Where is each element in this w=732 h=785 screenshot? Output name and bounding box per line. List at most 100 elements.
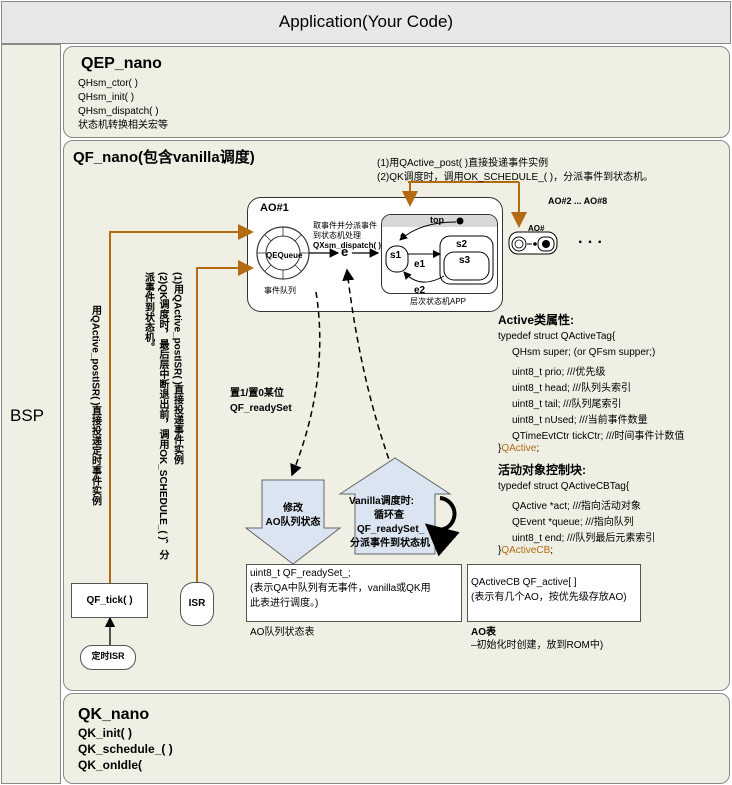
ao-table-caption: –初始化时创建，放到ROM中) <box>471 640 604 651</box>
initial-pseudostate-s2 <box>400 233 406 239</box>
queue-label: QEQueue <box>266 251 303 260</box>
isr-label: ISR <box>188 598 206 609</box>
cb-struct-line: uint8_t end; ///队列最后元素索引 <box>512 533 656 544</box>
qep-item: QHsm_dispatch( ) <box>78 106 159 117</box>
active-struct-line: uint8_t head; ///队列头索引 <box>512 383 631 394</box>
mini-ao-icon <box>508 231 558 255</box>
dispatch-note: 取事件并分派事件 <box>313 221 377 230</box>
state-machine-caption: 层次状态机APP <box>410 297 467 306</box>
active-struct-line: uint8_t nUsed; ///当前事件数量 <box>512 415 648 426</box>
ready-set-note: 置1/置0某位 <box>230 388 284 399</box>
more-ao-ellipsis: · · · <box>578 234 603 251</box>
transition-e2-label: e2 <box>414 285 426 296</box>
qk-item: QK_onIdle( <box>78 758 143 772</box>
isr-post-note: 用QActive_postISR( )直接投递定时事件实例 <box>89 305 101 506</box>
qep-title: QEP_nano <box>81 55 162 72</box>
isr-note-line: (2)QK调度时，最后层中断退出前，调用OK_SCHEDULE_( )，分 <box>157 272 168 560</box>
modify-arrow-label: AO队列状态 <box>265 517 321 528</box>
struct-name: QActiveCB <box>501 545 551 556</box>
ao-range-label: AO#2 ... AO#8 <box>548 196 608 206</box>
struct-semicolon: ; <box>550 545 554 556</box>
tick-post-arrow <box>109 224 254 583</box>
ready-set-note: QF_readySet <box>230 403 292 414</box>
ready-set-line: uint8_t QF_readySet_; <box>250 568 351 579</box>
vanilla-loop-icon <box>424 496 460 557</box>
event-queue-ring <box>256 226 310 280</box>
vanilla-arrow-label: 循环查 <box>374 510 404 521</box>
cb-struct-line: typedef struct QActiveCBTag{ <box>498 481 630 492</box>
qk-item: QK_init( ) <box>78 726 132 740</box>
dispatch-note: 到状态机处理 <box>313 231 361 240</box>
modify-arrow-label: 修改 <box>283 503 303 514</box>
qk-item: QK_schedule_( ) <box>78 742 173 756</box>
ao-table-line: (表示有几个AO，按优先级存放AO) <box>471 592 627 603</box>
state-s3 <box>443 251 490 281</box>
post-arrow <box>402 181 527 228</box>
ready-set-dashed-arrow <box>290 291 321 477</box>
struct-semicolon: ; <box>536 443 540 454</box>
isr-post-note-2: (1)用QActive_postISR( )直接投递事件实例 (2)QK调度时，… <box>140 272 184 560</box>
state-machine-top-bar <box>382 215 497 227</box>
ao-table-line: QActiveCB QF_active[ ] <box>471 577 577 588</box>
isr-post-arrow <box>196 260 254 582</box>
ao-table-caption: AO表 <box>471 627 496 638</box>
mini-ao-label: AO# <box>528 224 545 233</box>
state-top-label: top <box>430 215 444 225</box>
ao1-title: AO#1 <box>260 202 289 214</box>
qf-tick-label: QF_tick( ) <box>86 595 133 606</box>
vanilla-arrow-label: QF_readySet_ <box>357 524 425 535</box>
active-struct-line: typedef struct QActiveTag{ <box>498 331 616 342</box>
struct-brace: } <box>498 443 502 454</box>
qep-item: QHsm_ctor( ) <box>78 78 138 89</box>
ready-set-caption: AO队列状态表 <box>250 627 315 638</box>
ao-table <box>467 564 641 622</box>
active-struct-line: uint8_t tail; ///队列尾索引 <box>512 399 622 410</box>
isr-box <box>180 582 214 626</box>
post-note: (2)QK调度时，调用OK_SCHEDULE_( )，分派事件到状态机。 <box>377 172 654 183</box>
active-struct-line: QHsm super; (or QFsm supper;) <box>512 347 656 358</box>
event-label: e <box>341 244 349 259</box>
cb-struct-end: }QActiveCB; <box>498 545 553 556</box>
struct-name: QActive <box>501 443 537 454</box>
qk-panel <box>63 693 730 784</box>
dispatch-note: QXsm_dispatch( ) <box>313 241 382 250</box>
modify-down-arrow <box>244 479 342 565</box>
queue-caption: 事件队列 <box>264 286 296 295</box>
state-s1 <box>385 245 409 273</box>
qep-item: 状态机转换相关宏等 <box>78 120 168 131</box>
ready-set-line: (表示QA中队列有无事件，vanilla或QK用 <box>250 583 431 594</box>
cb-struct-line: QEvent *queue; ///指向队列 <box>512 517 634 528</box>
ready-set-line: 此表进行调度。) <box>250 598 319 609</box>
qf-tick-box <box>71 583 148 618</box>
initial-pseudostate <box>456 217 464 225</box>
post-note: (1)用QActive_post( )直接投递事件实例 <box>377 158 549 169</box>
state-s1-label: s1 <box>390 250 402 261</box>
timer-isr-box <box>80 645 136 670</box>
active-struct-line: QTimeEvtCtr tickCtr; ///时间事件计数值 <box>512 431 685 442</box>
application-title: Application(Your Code) <box>278 12 454 31</box>
active-struct-title: Active类属性: <box>498 313 575 327</box>
vanilla-dispatch-dashed-arrow <box>342 268 393 469</box>
qep-item: QHsm_init( ) <box>78 92 135 103</box>
isr-note-line: 派事件到状态机。 <box>142 272 154 352</box>
ready-set-table <box>246 564 462 622</box>
bsp-layer <box>1 44 61 784</box>
struct-brace: } <box>498 545 502 556</box>
bsp-label: BSP <box>10 406 45 425</box>
isr-note-line: (1)用QActive_postISR( )直接投递事件实例 <box>171 272 183 465</box>
vanilla-arrow-label: 分派事件到状态机 <box>350 538 430 549</box>
application-layer <box>1 1 731 44</box>
cb-struct-line: QActive *act; ///指向活动对象 <box>512 501 641 512</box>
state-s2-label: s2 <box>456 239 468 250</box>
active-struct-end: }QActive; <box>498 443 539 454</box>
qep-panel <box>63 46 730 138</box>
cb-struct-title: 活动对象控制块: <box>498 463 586 477</box>
qk-title: QK_nano <box>78 706 150 723</box>
qf-title: QF_nano(包含vanilla调度) <box>73 149 255 166</box>
active-struct-line: uint8_t prio; ///优先级 <box>512 367 606 378</box>
state-s3-label: s3 <box>459 255 471 266</box>
timer-isr-label: 定时ISR <box>91 651 125 661</box>
transition-e1-label: e1 <box>414 259 426 270</box>
vanilla-arrow-label: Vanilla调度时: <box>349 496 415 507</box>
